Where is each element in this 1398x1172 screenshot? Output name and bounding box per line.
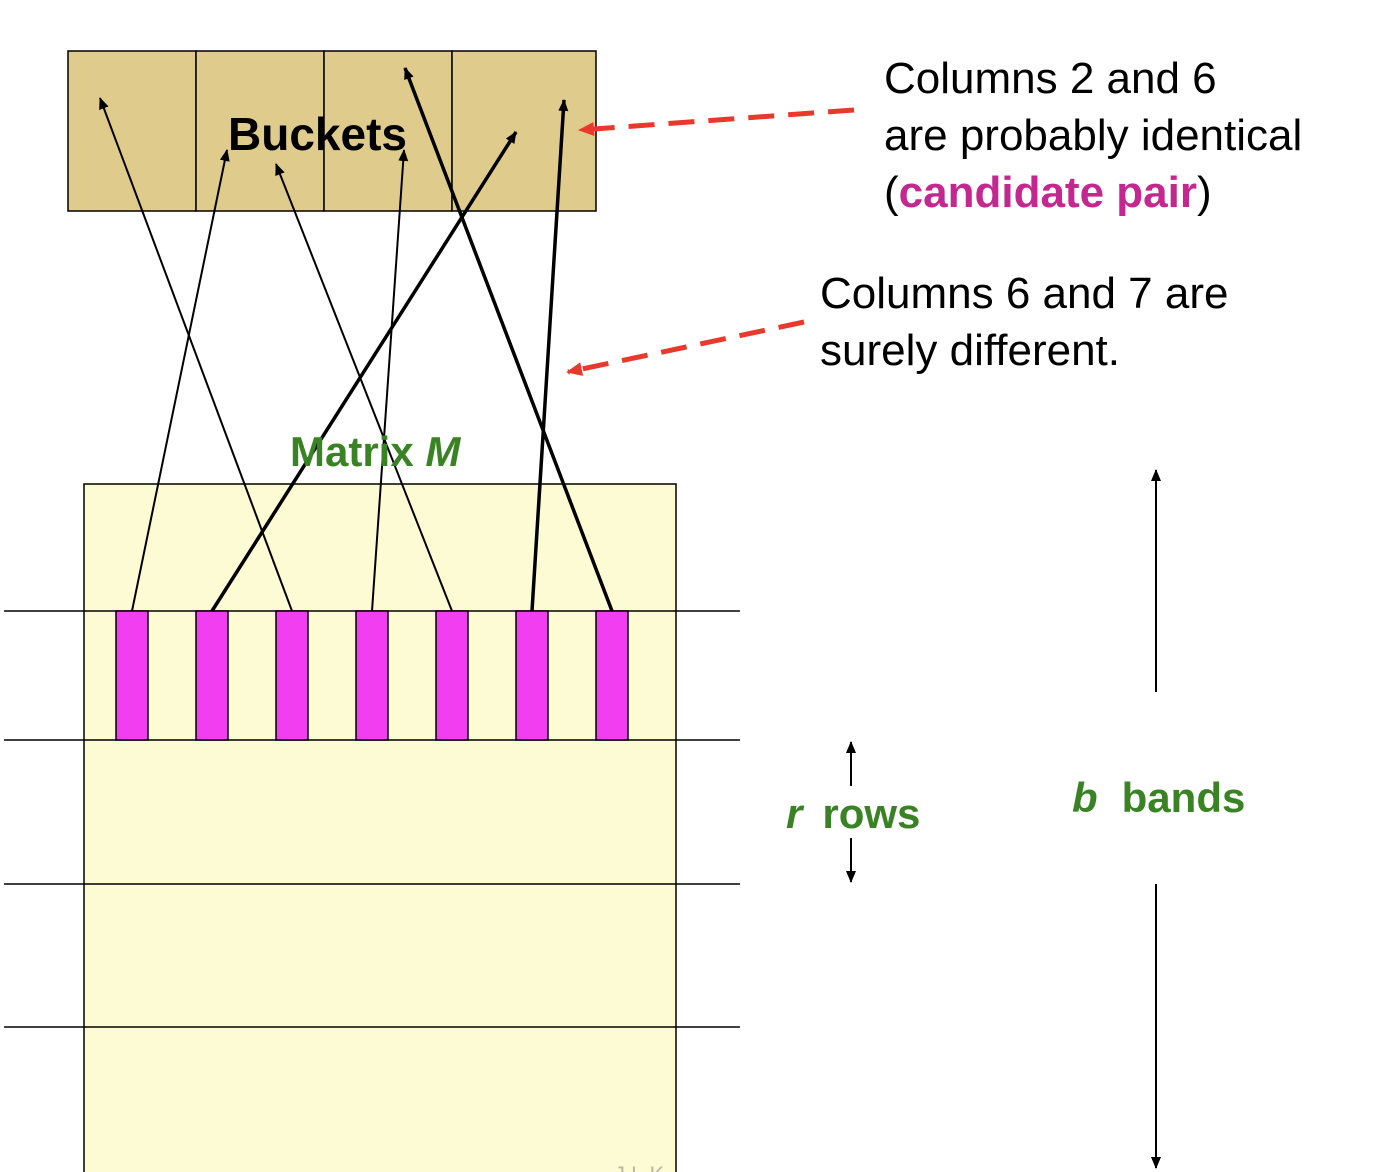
hash-arrow-column-5	[275, 163, 453, 612]
hash-arrow-column-6	[530, 99, 569, 612]
column-segment-5	[435, 610, 469, 741]
column-segment-2	[195, 610, 229, 741]
band-columns	[115, 610, 629, 741]
close-paren: )	[1197, 168, 1212, 217]
hash-arrow-column-3	[99, 97, 293, 612]
hash-arrow-column-7	[403, 67, 614, 612]
different-annotation: Columns 6 and 7 are surely different.	[820, 269, 1228, 375]
candidate-pair-text: candidate pair	[899, 168, 1197, 217]
identical-line-2: are probably identical	[884, 111, 1302, 160]
different-columns-arrow	[566, 319, 805, 376]
column-segment-7	[595, 610, 629, 741]
column-segment-4	[355, 610, 389, 741]
candidate-pair-arrow	[578, 107, 855, 136]
buckets-label: Buckets	[228, 108, 407, 160]
matrix-label: Matrix M	[290, 428, 461, 475]
rows-text: rows	[822, 790, 920, 837]
matrix-m	[83, 483, 677, 1172]
bucket-2	[195, 50, 325, 212]
identical-line-1: Columns 2 and 6	[884, 54, 1217, 103]
identical-annotation: Columns 2 and 6 are probably identical (…	[884, 54, 1302, 217]
buckets	[67, 50, 597, 212]
column-segment-1	[115, 610, 149, 741]
different-line-1: Columns 6 and 7 are	[820, 269, 1228, 318]
hash-arrows	[99, 67, 614, 612]
matrix-footer-text: J.L.K	[614, 1162, 664, 1172]
bands-var: b	[1072, 774, 1098, 821]
open-paren: (	[884, 168, 899, 217]
matrix-label-prefix: Matrix	[290, 428, 425, 475]
hash-arrow-column-1	[131, 149, 230, 612]
bucket-4	[451, 50, 597, 212]
different-line-2: surely different.	[820, 326, 1120, 375]
column-segment-6	[515, 610, 549, 741]
bucket-1	[67, 50, 197, 212]
rows-var: r	[786, 790, 805, 837]
identical-line-3: (candidate pair)	[884, 168, 1212, 217]
column-segment-3	[275, 610, 309, 741]
matrix-label-var: M	[425, 428, 461, 475]
bands-text: bands	[1122, 774, 1246, 821]
hash-arrow-column-4	[371, 149, 409, 612]
